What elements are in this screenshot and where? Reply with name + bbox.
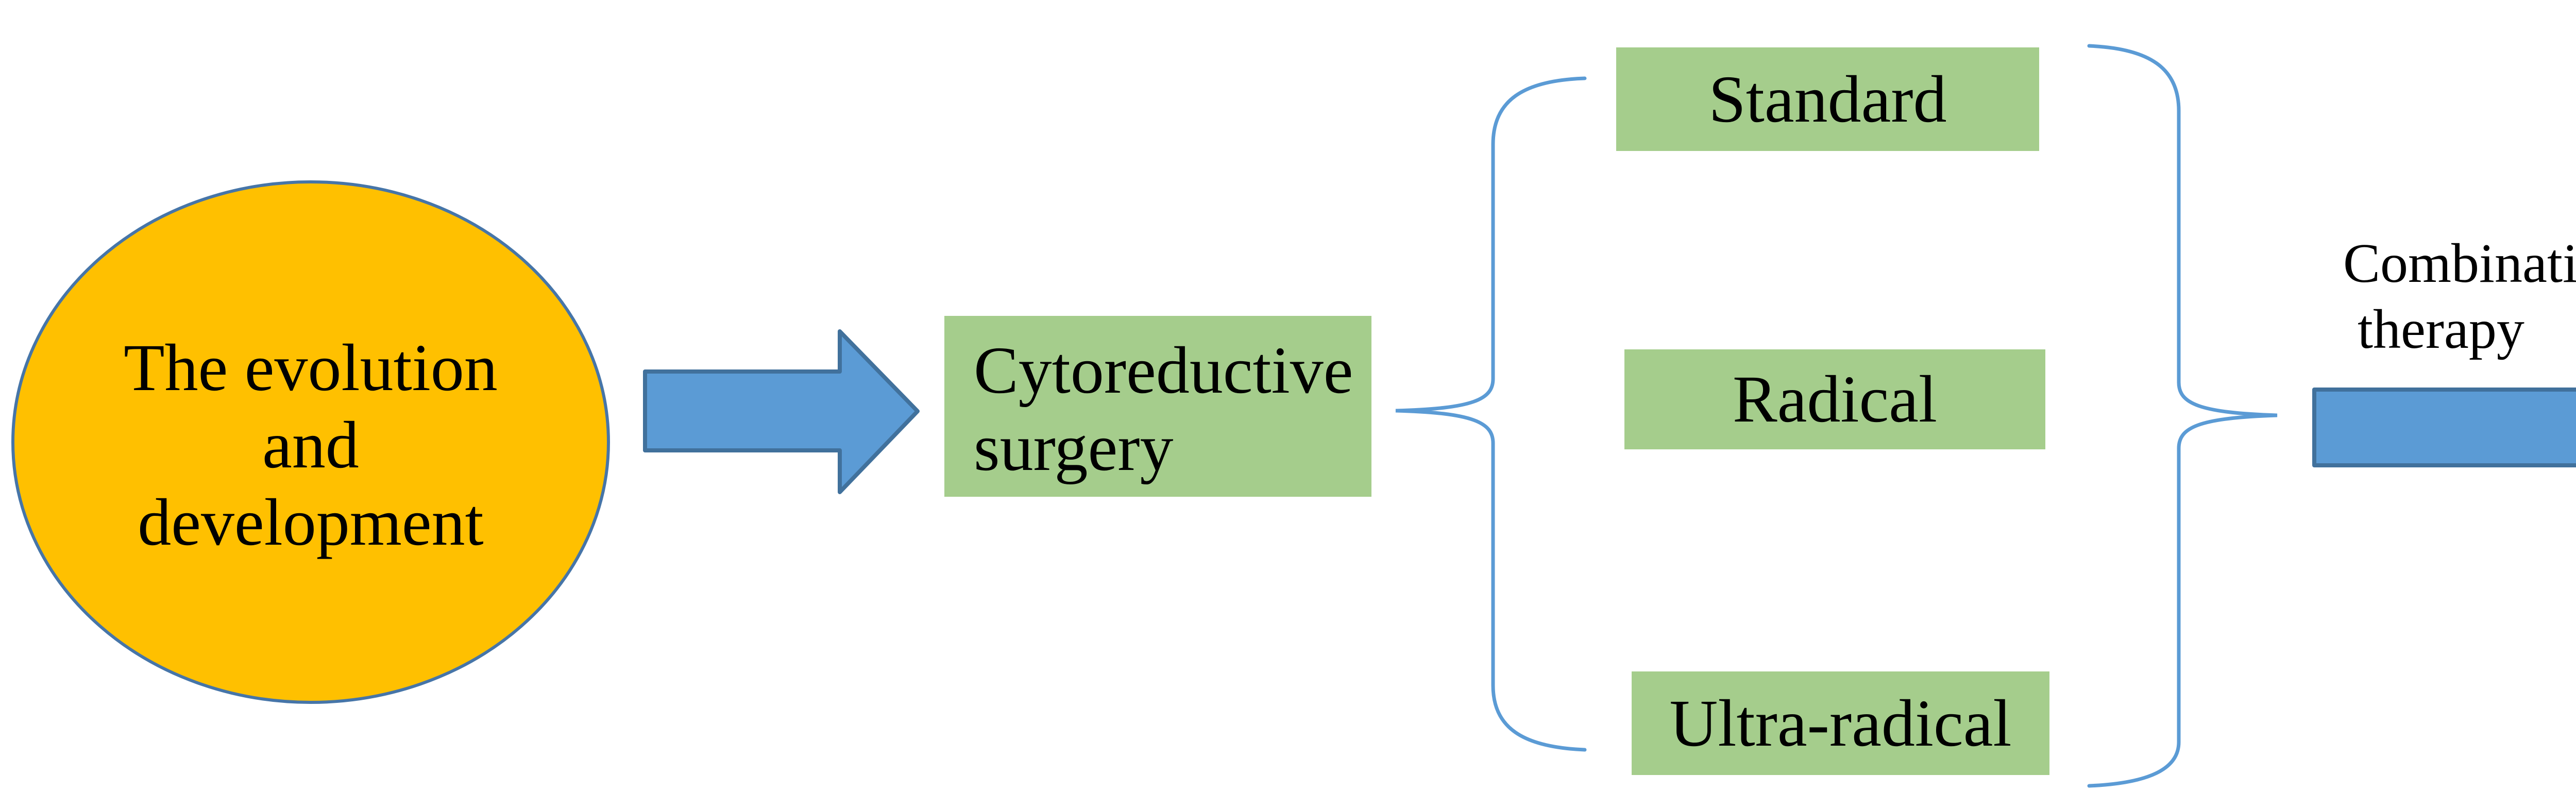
- evolution-label-line-2: and: [262, 408, 359, 482]
- evolution-label-line-3: development: [138, 485, 484, 560]
- branch-label-ultra-radical: Ultra-radical: [1632, 671, 2049, 775]
- combination-label-line-2: therapy: [2358, 299, 2524, 360]
- radical-box-shape: [1624, 349, 2045, 449]
- right-brace-icon: [2087, 44, 2278, 788]
- evolution-label-line-1: The evolution: [124, 331, 498, 405]
- branch-label-radical: Radical: [1624, 349, 2045, 449]
- combination-label-line-1: Combination: [2343, 233, 2576, 294]
- cytoreductive-label-line-1: Cytoreductive: [974, 333, 1353, 408]
- left-brace-icon: [1395, 76, 1587, 752]
- standard-label-text: Standard: [1708, 62, 1947, 137]
- evolution-ellipse-shape: [11, 180, 610, 704]
- cytoreductive-label: Cytoreductive surgery: [974, 332, 1353, 486]
- arrow-right-icon: [643, 329, 920, 494]
- ultra-radical-box-shape: [1632, 671, 2049, 775]
- ultra-radical-label-text: Ultra-radical: [1669, 686, 2012, 761]
- combination-therapy-label: Combination therapy: [2343, 231, 2576, 363]
- combination-arrow-right-icon: [2312, 388, 2576, 467]
- radical-label-text: Radical: [1732, 362, 1938, 436]
- evolution-label: The evolution and development: [22, 329, 599, 561]
- branch-label-standard: Standard: [1616, 47, 2039, 151]
- cytoreductive-label-line-2: surgery: [974, 411, 1174, 485]
- cytoreductive-box-shape: [944, 316, 1371, 497]
- standard-box-shape: [1616, 47, 2039, 151]
